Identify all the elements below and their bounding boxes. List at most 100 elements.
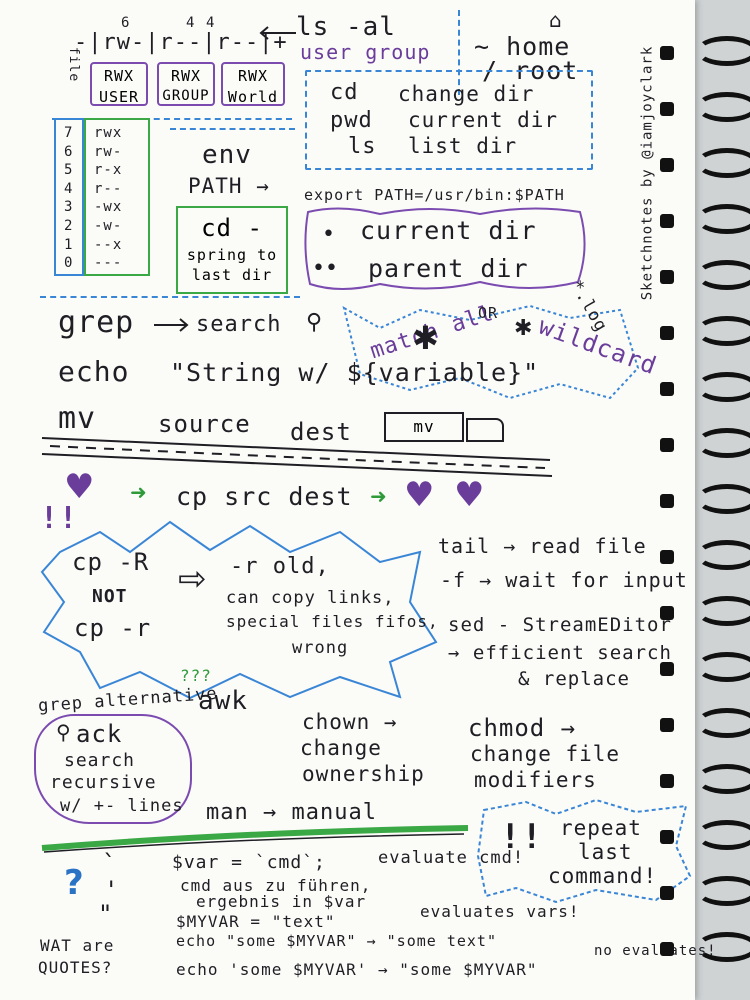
spiral-ring [696,428,750,458]
ack-line-2: recursive [50,772,157,793]
cp-note-right-3: special files fifos, [226,612,439,631]
ack-line-3: w/ +- lines [60,796,184,816]
spiral-ring [696,876,750,906]
spiral-ring [696,316,750,346]
cd-dash-box: cd - spring to last dir [176,206,288,294]
arrow-right-icon [154,318,189,332]
truck-label: mv [413,417,435,436]
perm-digit-group: 4 [186,15,196,31]
spiral-ring [696,372,750,402]
repeat-zigzag-frame [476,798,692,904]
octal-perm-box [84,118,150,276]
octal-number: 3 [64,199,74,216]
quote-glyph-backtick: ` [102,850,118,878]
quote-glyph-double: " [98,900,114,928]
octal-perm: -w- [94,218,123,234]
binding-hole [660,158,674,172]
env-title: env [202,140,252,170]
octal-number-box [54,118,84,276]
not-label: NOT [92,586,128,607]
binding-hole [660,830,674,844]
double-bang-icon: !! [40,501,79,536]
user-group-label: user group [300,40,431,64]
chmod-line-1: chmod → [468,714,577,742]
env-divider-top [170,128,295,130]
binding-hole [660,886,674,900]
double-dot-icon: •• [312,256,338,281]
cp-command: cp src dest [176,482,353,511]
road [41,437,553,477]
ack-line-1: search [64,750,136,771]
chmod-line-3: modifiers [474,768,597,792]
tail-line-1: tail → read file [438,534,647,558]
notebook-page: file 6 4 4 -|rw-|r--|r--|+ ls -al user g… [0,0,716,1000]
cp-zigzag-frame [40,520,438,700]
binding-hole [660,494,674,508]
binding-hole [660,718,674,732]
quote-glyph-single: ' [104,876,120,904]
spiral-ring [696,820,750,850]
octal-number: 0 [64,255,74,272]
question-icon: ? [64,863,84,903]
parent-dir-label: parent dir [368,254,529,283]
binding-hole [660,214,674,228]
home-icon: ⌂ [549,8,562,32]
heart-icon-source: ♥ [64,467,95,507]
binding-hole [660,382,674,396]
echo-string: "String w/ ${variable}" [170,358,540,387]
repeat-line-1: repeat [560,816,642,840]
binding-hole [660,606,674,620]
ls-al-command: ls -al [296,12,396,42]
double-line-2: echo "some $MYVAR" → "some text" [176,932,497,950]
perm-box-world: RWX World [221,62,285,106]
octal-perm: rwx [94,125,123,141]
octal-perm: r-- [94,180,123,197]
sed-line-3: & replace [518,668,630,690]
truck-icon: mv [384,412,464,442]
double-note: evaluates vars! [420,902,580,921]
spiral-ring [696,92,750,122]
wildcard-cloud [342,304,640,400]
dots-cloud [304,207,586,290]
spiral-ring [696,484,750,514]
sed-line-1: sed - StreamEDitor [448,614,672,636]
chown-line-1: chown → [302,710,398,734]
binding-hole [660,46,674,60]
spiral-ring [696,260,750,290]
cp-note-right-1: -r old, [230,554,330,579]
green-arrow-icon: ➜ [130,480,147,504]
binding-hole [660,942,674,956]
perm-box-group: RWX GROUP [157,62,215,106]
spiral-ring [696,148,750,178]
export-path: export PATH=/usr/bin:$PATH [304,186,565,204]
man-command: man → manual [206,800,377,825]
ls-command: ls [348,134,377,159]
binding-hole [660,270,674,284]
cp-R-command: cp -R [72,548,150,576]
backtick-line-3: ergebnis in $var [196,892,367,911]
quotes-side-1: WAT are [40,936,115,955]
cp-r-command: cp -r [74,614,152,642]
octal-perm: r-x [94,162,123,179]
repeat-line-3: command! [548,864,658,888]
chown-line-2: change [300,736,382,760]
path-label: PATH → [188,174,270,198]
spiral-ring [696,708,750,738]
mv-source: source [158,410,251,438]
asterisk-icon: ✱ [412,319,439,357]
current-dir-label: current dir [360,216,537,245]
divider-horizontal-mid [40,296,300,298]
spiral-ring [696,652,750,682]
chmod-line-2: change file [470,742,621,766]
octal-number: 5 [64,162,74,179]
awk-label: awk [198,686,248,716]
mv-dest: dest [290,418,352,446]
cd-desc: change dir [398,82,535,106]
home-label: ~ home [474,32,571,61]
arrow-left-icon [259,26,296,40]
single-note: no evaluates! [594,943,717,959]
spiral-ring [696,204,750,234]
single-dot-icon: • [322,222,335,247]
double-line-1: $MYVAR = "text" [176,912,336,931]
backtick-line-1: $var = `cmd`; [172,852,326,873]
